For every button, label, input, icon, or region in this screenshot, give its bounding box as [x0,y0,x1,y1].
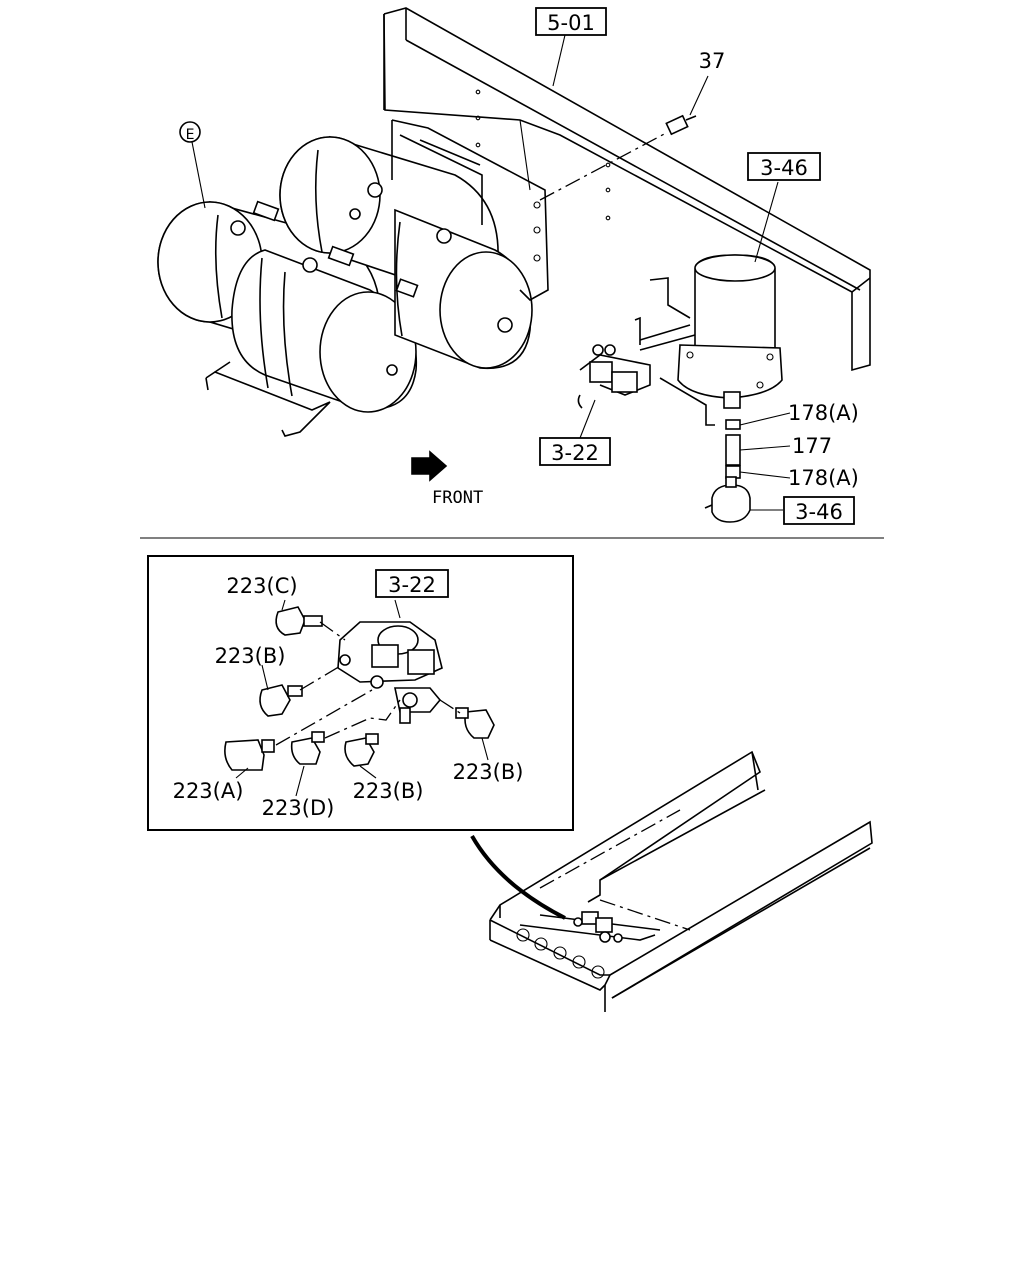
label-177: 177 [792,434,832,458]
air-tanks [157,119,549,437]
svg-text:E: E [186,127,195,143]
chassis-overview [489,750,873,1012]
inset-label-3-22: 3-22 [388,573,436,597]
svg-text:3-22: 3-22 [551,441,599,465]
label-3-46-bottom: 3-46 [783,496,855,525]
frame-rail [383,7,871,372]
front-direction: FRONT [411,450,483,508]
label-223b-3: 223(B) [453,760,524,784]
label-223b-2: 223(B) [353,779,424,803]
label-223c: 223(C) [226,574,297,598]
label-37: 37 [699,49,726,73]
svg-text:FRONT: FRONT [432,488,483,508]
label-223d: 223(D) [262,796,335,820]
svg-text:5-01: 5-01 [547,11,595,35]
svg-text:3-46: 3-46 [760,156,808,180]
label-223b-1: 223(B) [215,644,286,668]
label-3-22: 3-22 [539,437,611,466]
bolt-37 [665,75,709,136]
air-dryer [634,181,791,523]
label-178a-2: 178(A) [788,466,859,490]
label-223a: 223(A) [173,779,244,803]
svg-text:3-46: 3-46 [795,500,843,524]
label-3-46-top: 3-46 [747,152,821,181]
detail-inset: 3-22 223(C) 223(B) 223(A) 223(D) 223(B) … [147,555,574,831]
valve-assembly [577,324,696,439]
label-5-01: 5-01 [535,7,607,87]
detail-pointer [470,835,566,920]
label-178a-1: 178(A) [788,401,859,425]
callout-e: E [179,121,206,209]
